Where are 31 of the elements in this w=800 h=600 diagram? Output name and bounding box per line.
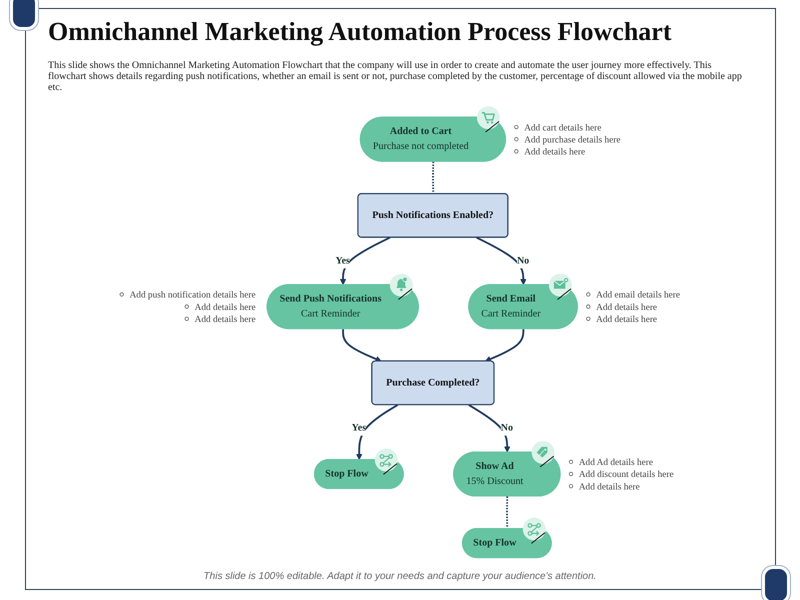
detail-text: Add Ad details here [578, 458, 653, 468]
arrow [476, 236, 526, 286]
step-pill: Send Push Notifications Cart Reminder [266, 284, 419, 330]
caption: This slide is 100% editable. Adapt it to your needs and capture your audience's attention. [204, 571, 596, 582]
arrow [356, 404, 398, 460]
detail-text: Add details here [194, 314, 256, 325]
step-pill: Added to Cart Purchase not completed [360, 116, 506, 162]
detail-text: Add cart details here [524, 123, 602, 134]
detail-text: Add push notification details here [130, 290, 256, 301]
step-pill: Show Ad 15% Discount [453, 451, 561, 497]
detail-text: Add details here [578, 482, 640, 492]
detail-text: Add details here [524, 148, 586, 158]
title: Omnichannel Marketing Automation Process Flowchart [48, 17, 672, 47]
decision-box: Purchase Completed? [371, 360, 495, 406]
step-pill: Stop Flow [462, 528, 552, 558]
description-text: This slide shows the Omnichannel Marketing Automation Flowchart that the company will use in order to create and automate the user journey more effectively. This flowchart shows details regarding push notifications, whether an email is sent or not, purchase completed by the customer, percentage of discount allowed via the mobile app etc. [48, 60, 743, 93]
detail-text: Add details here [596, 302, 658, 313]
step-pill: Send Email Cart Reminder [468, 284, 578, 330]
arrow [484, 329, 524, 362]
detail-text: Add details here [596, 314, 658, 325]
detail-text: Add details here [194, 302, 256, 313]
connector-line [432, 162, 434, 194]
arrow [342, 329, 382, 362]
detail-text: Add purchase details here [524, 135, 620, 146]
step-pill: Stop Flow [314, 458, 404, 490]
connector-line [506, 496, 508, 529]
decision-box: Push Notifications Enabled? [357, 193, 508, 238]
detail-text: Add email details here [596, 290, 680, 301]
detail-text: Add discount details here [578, 470, 674, 480]
arrow [340, 236, 390, 286]
arrow [468, 404, 510, 452]
